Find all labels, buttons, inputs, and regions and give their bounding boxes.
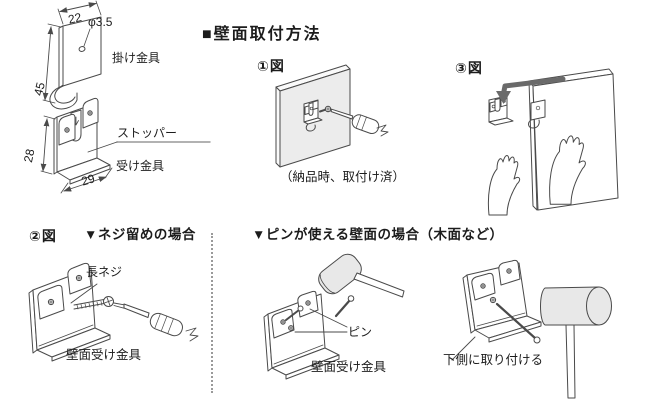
pin-mallet-illustration (263, 253, 405, 380)
long-screw-label: 長ネジ (86, 265, 123, 279)
pin-label: ピン (348, 325, 373, 339)
dim-plate-width: 22 (66, 10, 83, 27)
stopper-label: ストッパー (117, 126, 178, 140)
section-divider (211, 233, 213, 393)
screw-section-heading: ▼ネジ留めの場合 (84, 227, 196, 242)
lower-pin-illustration (451, 259, 612, 399)
receiver-bracket-label: 受け金具 (116, 159, 165, 173)
bracket-parts-drawing (40, 0, 211, 194)
fig2-bracket-caption: 壁面受け金具 (66, 348, 142, 362)
hole-diameter-label: φ3.5 (88, 15, 113, 29)
fig2-screw-illustration (28, 262, 199, 362)
fig1-caption: （納品時、取付け済） (280, 170, 406, 184)
fig2-label: ②図 (29, 228, 57, 244)
fig1-wall-illustration (275, 64, 389, 168)
pin-bracket-caption: 壁面受け金具 (311, 360, 387, 374)
fig3-label: ③図 (455, 60, 483, 76)
fig3-hanging-illustration (487, 68, 619, 216)
fig1-label: ①図 (257, 58, 285, 74)
section-title: ■壁面取付方法 (202, 26, 322, 43)
pin-section-heading: ▼ピンが使える壁面の場合（木面など） (252, 227, 504, 242)
hook-bracket-label: 掛け金具 (112, 51, 161, 65)
lower-side-note: 下側に取り付ける (443, 353, 544, 367)
dim-receiver-height: 28 (21, 147, 38, 164)
